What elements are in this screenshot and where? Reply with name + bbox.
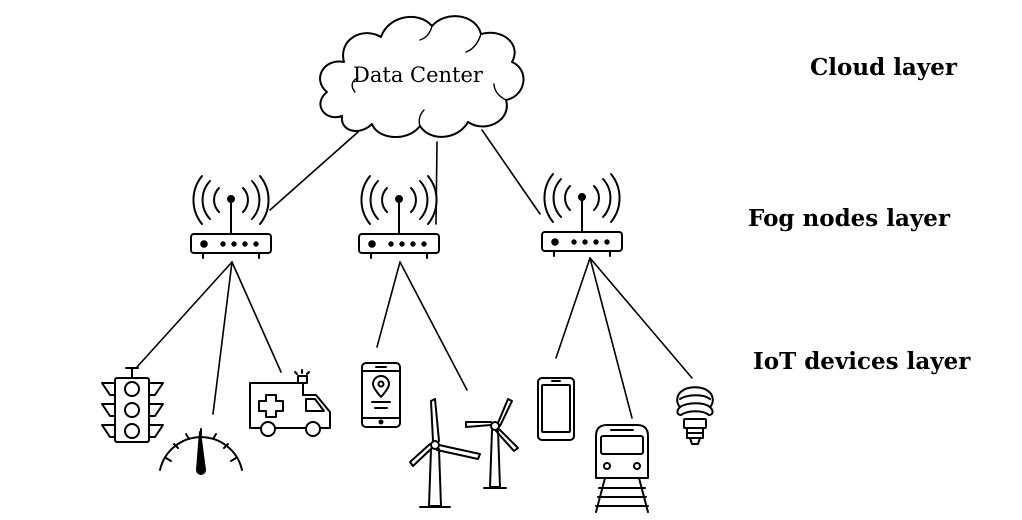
ambulance-icon [249,369,331,437]
wind-turbine-icon [465,398,519,489]
router-icon [358,175,440,259]
link-fog3-bulb [589,257,693,379]
fog-node-1 [190,175,272,259]
link-fog2-phone [376,261,401,348]
traffic-light-icon [101,367,164,443]
link-fog1-speedometer [212,261,233,415]
iot-devices-layer-label: IoT devices layer [753,348,971,375]
speedometer-icon [159,428,243,475]
cloud-icon [319,15,525,139]
fog-node-2 [358,175,440,259]
cloud-layer-label: Cloud layer [810,54,957,81]
link-cloud-fog1 [269,131,359,211]
fog-node-3 [541,173,623,257]
train-icon [595,424,649,513]
link-fog3-train [589,257,633,419]
wind-turbine-icon [409,398,481,508]
link-fog1-ambulance [231,261,282,373]
light-bulb-icon [676,386,714,445]
data-center-label: Data Center [353,63,484,87]
router-icon [541,173,623,257]
link-fog3-phone [555,257,591,359]
router-icon [190,175,272,259]
link-cloud-fog2 [435,141,438,225]
link-fog2-turbine [399,261,468,391]
smartphone-location-icon [361,362,401,428]
link-fog1-traffic [136,261,233,368]
smartphone-icon [537,377,575,441]
link-cloud-fog3 [481,129,541,215]
connection-lines [136,129,693,419]
fog-nodes-layer-label: Fog nodes layer [748,205,950,232]
